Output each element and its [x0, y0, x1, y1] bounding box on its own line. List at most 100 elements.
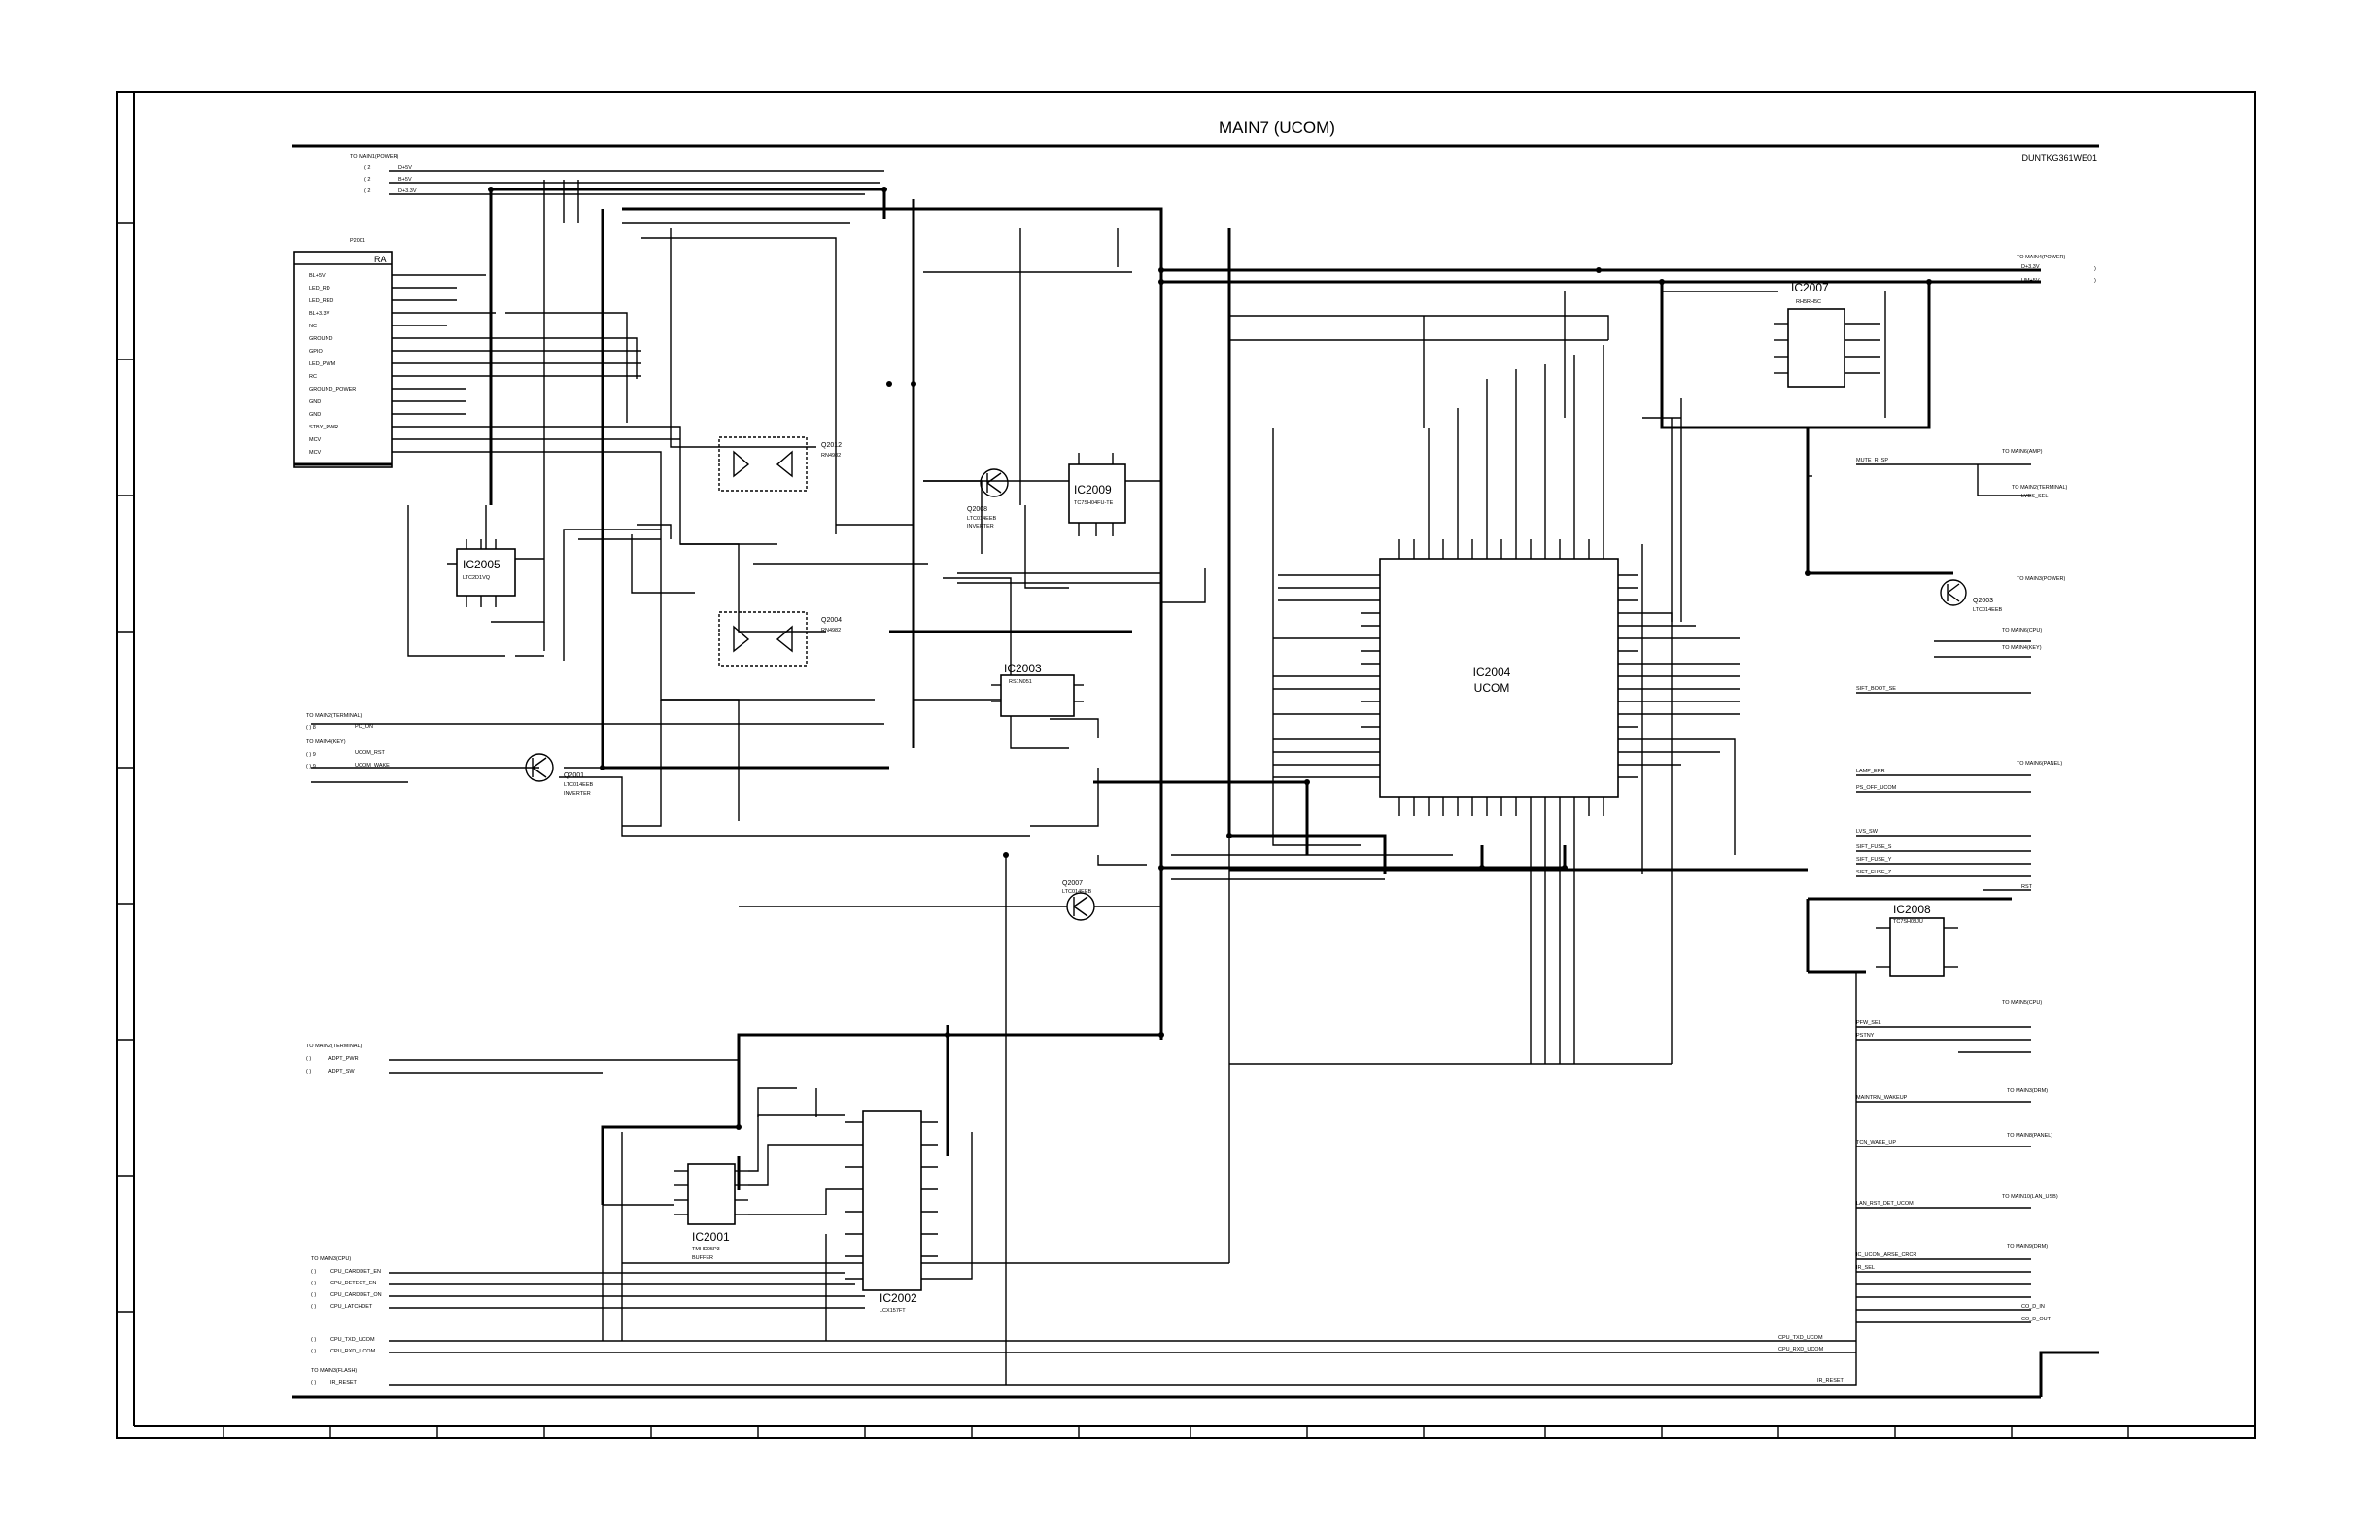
- svg-text:GND: GND: [309, 412, 321, 418]
- svg-text:IC_UCOM_ARSE_CRCR: IC_UCOM_ARSE_CRCR: [1856, 1252, 1916, 1258]
- svg-text:LTC014EEB: LTC014EEB: [967, 516, 996, 522]
- svg-text:P2001: P2001: [350, 238, 365, 244]
- svg-text:TO MAIN3(CPU): TO MAIN3(CPU): [311, 1256, 351, 1262]
- svg-text:TMHD05P3: TMHD05P3: [692, 1247, 720, 1252]
- svg-text:IR_SEL: IR_SEL: [1856, 1265, 1875, 1271]
- svg-text:TO MAIN9(DRM): TO MAIN9(DRM): [2007, 1244, 2048, 1249]
- svg-text:TC7SH04FU-TE: TC7SH04FU-TE: [1074, 500, 1114, 506]
- svg-text:): ): [2094, 278, 2096, 284]
- ic2004-ucom: IC2004 UCOM: [1361, 539, 1638, 816]
- page-title: MAIN7 (UCOM): [1219, 119, 1335, 137]
- svg-text:NC: NC: [309, 324, 317, 329]
- svg-text:TO MAIN10(LAN_USB): TO MAIN10(LAN_USB): [2002, 1194, 2058, 1200]
- svg-text:TO MAIN4(POWER): TO MAIN4(POWER): [2017, 255, 2065, 260]
- svg-text:UM+5V: UM+5V: [2021, 278, 2040, 284]
- q2001-transistor: Q2001 LTC014EEB INVERTER: [525, 753, 593, 797]
- svg-text:( 2: ( 2: [364, 165, 370, 171]
- left-connectors: TO MAIN2(TERMINAL) ( ) 8 PC_ON TO MAIN4(…: [306, 713, 865, 1386]
- svg-text:MCV: MCV: [309, 437, 322, 443]
- svg-text:STBY_PWR: STBY_PWR: [309, 425, 338, 430]
- q2008-transistor: Q2008 LTC014EEB INVERTER: [967, 468, 1009, 530]
- svg-text:IC2007: IC2007: [1791, 281, 1829, 294]
- svg-text:PC_ON: PC_ON: [355, 724, 373, 730]
- svg-text:GND: GND: [309, 399, 321, 405]
- ic2002: IC2002 LCX157FT: [602, 1087, 973, 1341]
- svg-text:GROUND_POWER: GROUND_POWER: [309, 387, 356, 393]
- right-connectors: TO MAIN4(POWER) D+3.3V UM+5V ) ) TO MAIN…: [1778, 255, 2096, 1384]
- svg-text:TC7SH08JU: TC7SH08JU: [1893, 919, 1923, 925]
- svg-text:LVDS_SEL: LVDS_SEL: [2021, 494, 2048, 499]
- ic2005: IC2005 LTC2D1VQ: [456, 539, 516, 607]
- svg-text:( ): ( ): [306, 1069, 311, 1075]
- svg-text:TO MAIN4(KEY): TO MAIN4(KEY): [2002, 645, 2042, 651]
- svg-text:RH5RH5C: RH5RH5C: [1796, 299, 1821, 305]
- svg-text:D+3.3V: D+3.3V: [2021, 264, 2040, 270]
- svg-text:IC2003: IC2003: [1004, 662, 1042, 675]
- svg-text:LCX157FT: LCX157FT: [880, 1308, 906, 1314]
- svg-text:RC: RC: [309, 374, 317, 380]
- svg-text:D+3.3V: D+3.3V: [398, 188, 417, 194]
- svg-text:TO MAIN1(POWER): TO MAIN1(POWER): [350, 154, 398, 160]
- power-connector-main1: TO MAIN1(POWER) ( 2 ( 2 ( 2 D+5V B+5V D+…: [350, 154, 884, 195]
- svg-text:SIFT_FUSE_Y: SIFT_FUSE_Y: [1856, 857, 1892, 863]
- ic2001: IC2001 TMHD05P3 BUFFER: [674, 1163, 748, 1261]
- svg-text:INVERTER: INVERTER: [967, 524, 994, 530]
- svg-text:LAN_RST_DET_UCOM: LAN_RST_DET_UCOM: [1856, 1201, 1914, 1207]
- svg-text:( ) 9: ( ) 9: [306, 764, 316, 770]
- svg-text:UCOM: UCOM: [1474, 681, 1510, 695]
- svg-text:): ): [2094, 266, 2096, 272]
- svg-text:Q2004: Q2004: [821, 617, 842, 624]
- svg-text:TO MAIN3(DRM): TO MAIN3(DRM): [2007, 1088, 2048, 1094]
- svg-text:TO MAIN5(CPU): TO MAIN5(CPU): [2002, 1000, 2042, 1006]
- svg-text:SIFT_FUSE_Z: SIFT_FUSE_Z: [1856, 870, 1892, 875]
- svg-text:( ) 8: ( ) 8: [306, 725, 316, 731]
- svg-text:LED_RED: LED_RED: [309, 298, 333, 304]
- svg-text:IC2004: IC2004: [1473, 666, 1511, 679]
- svg-text:TO MAIN8(PANEL): TO MAIN8(PANEL): [2007, 1133, 2052, 1139]
- svg-text:CO_D_IN: CO_D_IN: [2021, 1304, 2045, 1310]
- svg-text:MAINTRM_WAKEUP: MAINTRM_WAKEUP: [1856, 1095, 1908, 1101]
- svg-text:CPU_RXD_UCOM: CPU_RXD_UCOM: [1778, 1347, 1824, 1352]
- svg-text:LTC014EEB: LTC014EEB: [1062, 889, 1091, 895]
- svg-text:CPU_TXD_UCOM: CPU_TXD_UCOM: [330, 1337, 375, 1343]
- svg-text:IC2008: IC2008: [1893, 903, 1931, 916]
- svg-text:CPU_CARDDET_ON: CPU_CARDDET_ON: [330, 1292, 382, 1298]
- svg-text:UCOM_RST: UCOM_RST: [355, 750, 386, 756]
- svg-text:( 2: ( 2: [364, 177, 370, 183]
- svg-text:( ): ( ): [311, 1269, 316, 1275]
- svg-text:CPU_CARDDET_EN: CPU_CARDDET_EN: [330, 1269, 381, 1275]
- svg-text:( ): ( ): [311, 1292, 316, 1298]
- sheet-frame: [116, 91, 2256, 1439]
- svg-text:BL+3.3V: BL+3.3V: [309, 311, 330, 317]
- main-bus-wiring: [489, 188, 2041, 1205]
- ucom-fanout: [1272, 345, 1740, 1064]
- q2007-transistor: Q2007 LTC014EEB: [739, 880, 1161, 921]
- svg-text:IR_RESET: IR_RESET: [330, 1380, 358, 1386]
- svg-text:PSTNY: PSTNY: [1856, 1033, 1875, 1039]
- svg-text:Q2012: Q2012: [821, 442, 842, 449]
- svg-text:CPU_RXD_UCOM: CPU_RXD_UCOM: [330, 1349, 376, 1354]
- svg-text:MUTE_R_SP: MUTE_R_SP: [1856, 458, 1888, 463]
- svg-text:IC2002: IC2002: [880, 1291, 917, 1305]
- svg-text:CPU_TXD_UCOM: CPU_TXD_UCOM: [1778, 1335, 1823, 1341]
- svg-text:LVS_SW: LVS_SW: [1856, 829, 1879, 835]
- svg-text:LTC014EEB: LTC014EEB: [1973, 607, 2002, 613]
- svg-text:LED_PWM: LED_PWM: [309, 361, 336, 367]
- svg-text:SIFT_FUSE_S: SIFT_FUSE_S: [1856, 844, 1892, 850]
- svg-text:PFW_SEL: PFW_SEL: [1856, 1020, 1881, 1026]
- svg-text:RN4982: RN4982: [821, 628, 841, 633]
- svg-text:INVERTER: INVERTER: [564, 791, 591, 797]
- svg-text:TCN_WAKE_UP: TCN_WAKE_UP: [1856, 1140, 1896, 1146]
- svg-text:TO MAIN6(AMP): TO MAIN6(AMP): [2002, 449, 2043, 455]
- svg-text:GROUND: GROUND: [309, 336, 332, 342]
- svg-text:RA: RA: [374, 255, 387, 264]
- svg-text:IC2009: IC2009: [1074, 483, 1112, 496]
- q2012-transistor-pair: Q2012 RN4982: [718, 436, 842, 492]
- header-block-p2001: P2001 RA BL+5V LED_RD LED_RED BL+3.3V NC…: [293, 238, 505, 468]
- svg-text:RN4982: RN4982: [821, 453, 841, 459]
- ic2003: IC2003 RS1N051: [991, 662, 1084, 717]
- svg-text:Q2007: Q2007: [1062, 880, 1083, 887]
- svg-text:( ) 9: ( ) 9: [306, 752, 316, 758]
- svg-text:D+5V: D+5V: [398, 165, 412, 171]
